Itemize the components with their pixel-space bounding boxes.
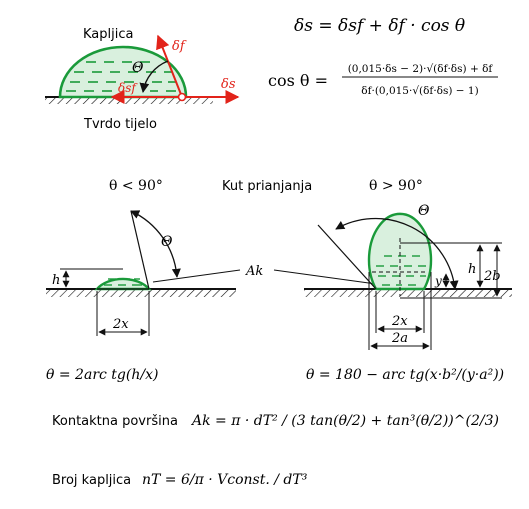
label-2a: 2a — [391, 331, 408, 346]
droplet-dashes-left — [104, 278, 142, 286]
label-2x-right: 2x — [391, 314, 408, 329]
contact-area-label: Kontaktna površina — [52, 414, 178, 429]
kut-prianjanja-title: Kut prianjanja — [222, 179, 312, 194]
df-arrow — [156, 34, 183, 98]
label-h-right: h — [468, 262, 476, 277]
ak-pointer: Ak — [152, 264, 377, 285]
label-2b: 2b — [483, 269, 501, 284]
label-theta-right: Θ — [418, 203, 430, 219]
solid-hatch-top — [45, 97, 213, 104]
left-condition: θ < 90° — [109, 178, 163, 194]
droplet-count-label: Broj kapljica — [52, 473, 131, 488]
solid-hatch-left — [46, 289, 236, 297]
formula-theta-left: θ = 2arc tg(h/x) — [46, 367, 158, 383]
cos-theta-denominator: δf·(0,015·√(δf·δs) − 1) — [361, 85, 478, 97]
label-delta-f: δf — [172, 39, 187, 54]
right-droplet-figure: Θ h 2b y 2x 2a — [304, 203, 512, 350]
young-equation: δs = δsf + δf · cos θ — [294, 16, 465, 36]
label-delta-sf: δsf — [118, 81, 138, 95]
cos-theta-numerator: (0,015·δs − 2)·√(δf·δs) + δf — [348, 63, 494, 75]
label-theta-left: Θ — [161, 234, 173, 250]
solid-hatch-right — [304, 289, 512, 297]
young-equations: δs = δsf + δf · cos θ cos θ = (0,015·δs … — [268, 16, 498, 97]
label-kapljica: Kapljica — [83, 27, 133, 42]
label-2x-left: 2x — [112, 317, 129, 332]
theta-arc-left — [130, 210, 181, 278]
theta-arc-right — [335, 217, 459, 290]
contact-area-formula: Ak = π · dT² / (3 tan(θ/2) + tan³(θ/2))^… — [190, 413, 499, 429]
cos-theta-lhs: cos θ = — [268, 71, 328, 90]
left-droplet-figure: Θ h 2x — [46, 210, 236, 336]
droplet-dashes-top — [66, 61, 176, 92]
droplet-left — [94, 277, 152, 291]
label-ak: Ak — [245, 264, 263, 279]
contact-point — [177, 92, 187, 102]
label-delta-s: δs — [221, 77, 236, 92]
droplet-count-formula: nT = 6/π · Vconst. / dT³ — [142, 472, 308, 488]
droplet-right — [367, 212, 433, 291]
tangent-right — [317, 224, 377, 290]
theta-arc-top — [139, 60, 169, 93]
top-droplet-figure: Kapljica Tvrdo tijelo δf δs δsf Θ — [45, 27, 240, 132]
label-tvrdo-tijelo: Tvrdo tijelo — [83, 117, 157, 132]
formula-theta-right: θ = 180 − arc tg(x·b²/(y·a²)) — [306, 367, 504, 383]
ak-leader-left — [152, 269, 241, 283]
label-h-left: h — [52, 273, 60, 288]
right-condition: θ > 90° — [369, 178, 423, 194]
label-y: y — [434, 274, 442, 288]
tangent-left — [130, 210, 150, 290]
droplet-top — [58, 45, 188, 99]
label-theta-top: Θ — [132, 60, 144, 76]
